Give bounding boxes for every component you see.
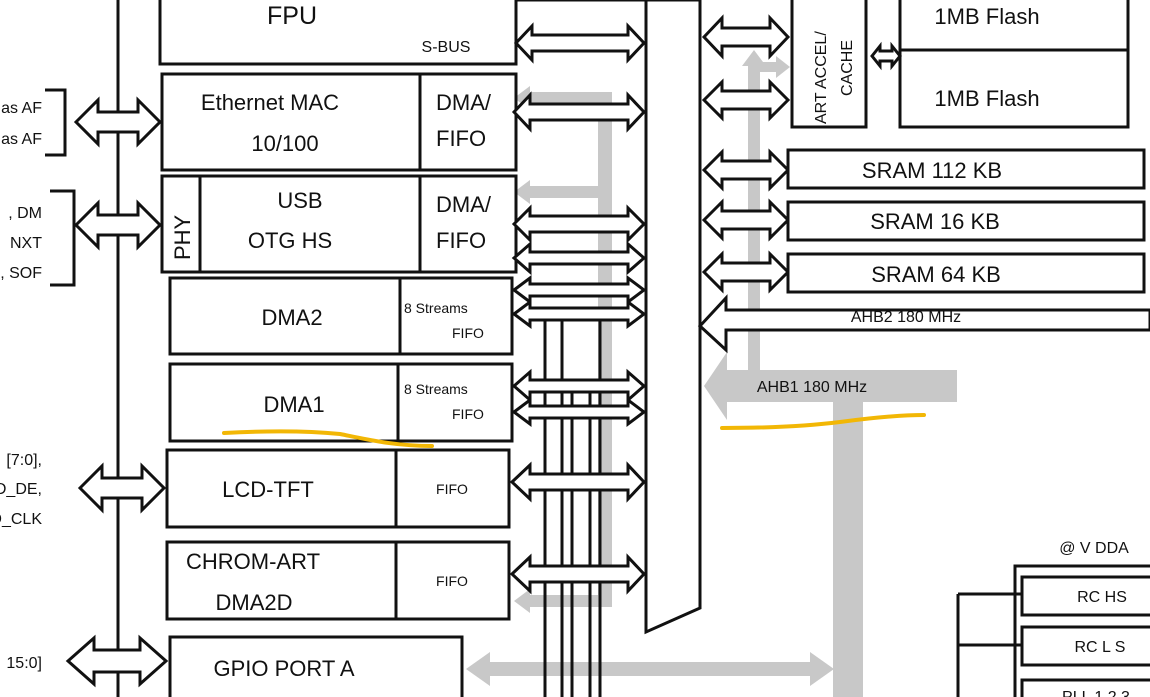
fpu-bus-arrow [513,22,647,64]
sram-64-block: SRAM 64 KB [786,252,1146,294]
ahb2-label: AHB2 180 MHz [851,309,961,326]
left-edge-labels: as AF as AF , DM NXT , SOF [7:0], D_DE, … [0,100,42,672]
gpio-port-a-block: GPIO PORT A [168,635,464,697]
fpu-label: FPU [267,2,317,30]
lcd-tft-block: LCD-TFT FIFO [165,448,511,529]
dma2-block: DMA2 8 Streams FIFO [168,276,514,356]
usb-dma-label: DMA/ [436,192,492,217]
chrom-art-block: CHROM-ART DMA2D FIFO [165,540,511,621]
dma2-bus-arrow-2 [511,299,647,329]
chrom-bus-arrow [509,553,647,595]
usb-dm-label: , DM [8,205,42,222]
eth-mac-label: Ethernet MAC [201,90,339,115]
usb-nxt-label: NXT [10,235,42,252]
sram-16-block: SRAM 16 KB [786,200,1146,242]
usb-ext-arrow [73,199,163,251]
sram64-label: SRAM 64 KB [871,262,1001,287]
lcd-fifo-label: FIFO [436,481,468,497]
dma2-bus-arrow-1 [511,275,647,305]
dma2-fifo-label: FIFO [452,325,484,341]
lcd-label-1: [7:0], [6,452,42,469]
sram112-arrow [701,148,791,192]
fpu-block: FPU S-BUS [158,0,518,66]
dma1-highlight [222,429,434,448]
chrom-fifo-label: FIFO [436,573,468,589]
otg-hs-label: OTG HS [248,228,332,253]
usb-otg-block: PHY USB OTG HS DMA/ FIFO [160,174,518,274]
lcd-label-3: D_CLK [0,511,42,528]
rc-ls-label: RC L S [1075,639,1126,656]
gpio-a-label: GPIO PORT A [213,656,354,681]
eth-af-label-1: as AF [1,100,42,117]
ahb1-highlight [720,413,926,430]
lcd-label-2: D_DE, [0,481,42,498]
bus-arrows [509,0,647,595]
cache-label: CACHE [839,40,856,96]
dma2-label: DMA2 [261,305,322,330]
art-accel-block: ART ACCEL/ CACHE [790,0,868,129]
dma2-streams-label: 8 Streams [404,300,468,316]
cache-flash-arrow [870,41,902,71]
gpio-ext-arrow [65,634,169,688]
sram-112-block: SRAM 112 KB [786,148,1146,190]
usb-label: USB [277,188,322,213]
dma1-label: DMA1 [263,392,324,417]
clock-block: @ V DDA RC HS RC L S PLL 1,2,3 [956,540,1150,697]
flash2-arrow [701,78,791,122]
sram112-label: SRAM 112 KB [862,158,1002,183]
bus-matrix [644,0,702,635]
eth-dma-label: DMA/ [436,90,492,115]
dma1-streams-label: 8 Streams [404,381,468,397]
sram16-label: SRAM 16 KB [870,209,1000,234]
usb-sof-label: , SOF [0,265,42,282]
flash-block: 1MB Flash 1MB Flash [898,0,1130,129]
gpio-pins-label: 15:0] [6,655,42,672]
usb-bus-arrow-1 [511,204,647,244]
ahb2-arrow [697,294,1150,354]
eth-af-label-2: as AF [1,131,42,148]
art-accel-label: ART ACCEL/ [813,31,830,124]
sbus-label: S-BUS [422,39,471,56]
pll-label: PLL 1,2,3 [1062,689,1130,697]
dma2d-label: DMA2D [215,590,292,615]
dma1-bus-arrow-2 [511,397,647,427]
usb-bus-arrow-2 [511,240,647,276]
sram64-arrow [701,250,791,294]
vertical-bus-lines [543,318,602,697]
sram16-arrow [701,198,791,242]
dma1-bus-arrow-1 [511,368,647,404]
vdda-label: @ V DDA [1059,540,1129,557]
chrom-art-label: CHROM-ART [186,549,320,574]
highlight-marks [222,413,926,448]
eth-speed-label: 10/100 [251,131,318,156]
usb-fifo-label: FIFO [436,228,486,253]
lcd-bus-arrow [509,461,647,503]
phy-label: PHY [170,214,195,260]
dma1-block: DMA1 8 Streams FIFO [168,362,514,443]
flash-arrow [701,14,791,60]
rc-hs-label: RC HS [1077,589,1127,606]
ahb1-label: AHB1 180 MHz [757,379,867,396]
left-external-arrows [45,88,169,688]
dma1-fifo-label: FIFO [452,406,484,422]
flash1-label: 1MB Flash [934,4,1039,29]
eth-ext-arrow [73,96,163,148]
ethernet-mac-block: Ethernet MAC 10/100 DMA/ FIFO [160,72,518,172]
eth-fifo-label: FIFO [436,126,486,151]
lcd-tft-label: LCD-TFT [222,477,314,502]
right-arrows [697,14,1150,354]
eth-bus-arrow [511,91,647,133]
flash2-label: 1MB Flash [934,86,1039,111]
gray-bus-paths [466,50,957,697]
lcd-ext-arrow [77,462,167,514]
